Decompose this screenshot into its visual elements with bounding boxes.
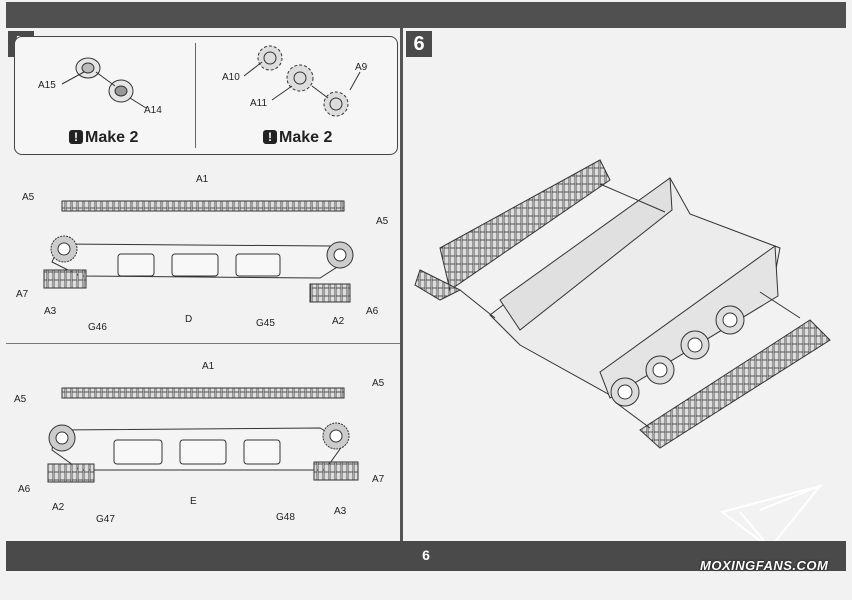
label-a5: A5 — [376, 216, 389, 227]
step-divider — [400, 28, 403, 541]
make-2-note-left: !Make 2 — [69, 129, 138, 147]
make-2-note-right: !Make 2 — [263, 129, 332, 147]
label-a10: A10 — [222, 72, 240, 83]
label-a7: A7 — [16, 289, 29, 300]
idler-wheel-assembly — [61, 57, 147, 109]
label-a1: A1 — [202, 361, 215, 372]
footer-bar: 6 — [6, 541, 846, 571]
label-a5: A5 — [14, 394, 27, 405]
label-g45: G45 — [256, 318, 275, 329]
header-bar — [6, 2, 846, 28]
label-a5: A5 — [372, 378, 385, 389]
step-6-badge: 6 — [406, 31, 432, 57]
label-a2: A2 — [332, 316, 345, 327]
label-a14: A14 — [144, 105, 162, 116]
label-a3: A3 — [334, 506, 347, 517]
sprocket-assembly — [243, 45, 361, 117]
hull-chassis — [414, 159, 831, 449]
label-a9: A9 — [355, 62, 368, 73]
label-a1: A1 — [196, 174, 209, 185]
label-g47: G47 — [96, 514, 115, 525]
label-g48: G48 — [276, 512, 295, 523]
watermark: MOXINGFANS.COM — [700, 558, 829, 573]
label-d: D — [185, 314, 193, 325]
track-separator — [6, 343, 400, 344]
label-a5: A5 — [22, 192, 35, 203]
label-a6: A6 — [366, 306, 379, 317]
track-assembly-right — [47, 387, 359, 483]
label-a6: A6 — [18, 484, 31, 495]
label-a7: A7 — [372, 474, 385, 485]
label-a15: A15 — [38, 80, 56, 91]
box-divider — [195, 43, 196, 148]
track-assembly-left — [43, 200, 354, 303]
label-a2: A2 — [52, 502, 65, 513]
label-e: E — [190, 496, 197, 507]
paper-plane-logo-icon — [719, 484, 823, 550]
label-a3: A3 — [44, 306, 57, 317]
warning-icon: ! — [263, 130, 277, 144]
warning-icon: ! — [69, 130, 83, 144]
page-number: 6 — [422, 547, 430, 563]
label-g46: G46 — [88, 322, 107, 333]
label-a11: A11 — [250, 98, 268, 109]
